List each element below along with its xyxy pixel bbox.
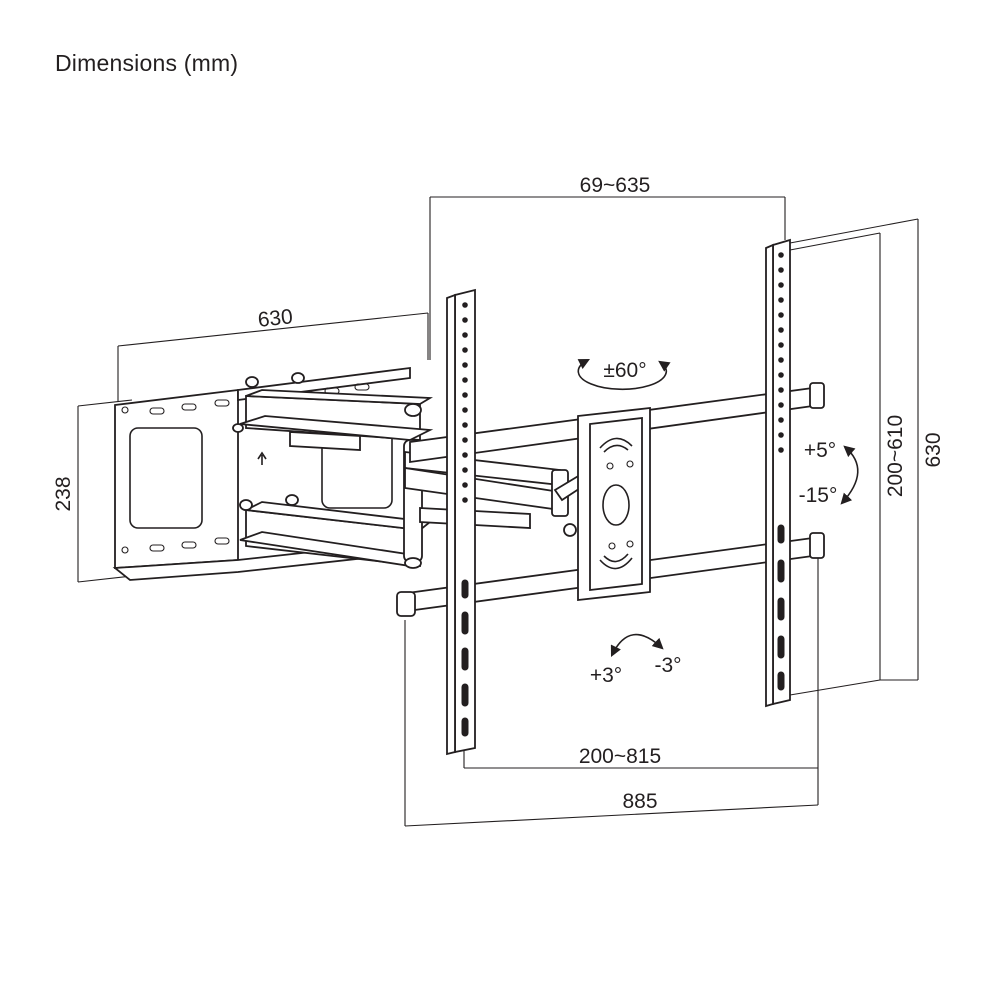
angle-labels: ±60° +5° -15° +3° -3°	[590, 359, 838, 687]
label-tilt-up: +5°	[804, 439, 836, 462]
dim-line-overall-width	[404, 804, 819, 827]
label-level-plus: +3°	[590, 664, 622, 687]
label-overall-width: 885	[622, 790, 657, 813]
label-vesa-horizontal: 69~635	[580, 174, 651, 197]
label-tilt-down: -15°	[799, 484, 838, 507]
dimension-labels: 69~635 630 238 200~610 630 200~815 885	[52, 174, 945, 813]
level-arrow-icon	[610, 633, 664, 658]
angle-arrows	[577, 358, 859, 658]
left-vertical-bracket	[446, 288, 476, 756]
label-vesa-vertical: 200~610	[884, 415, 907, 497]
label-bracket-height: 630	[922, 432, 945, 467]
swivel-arrow-icon	[577, 358, 671, 391]
dim-line-arm-length	[117, 312, 429, 347]
up-arrow-icon	[257, 451, 267, 465]
label-wall-plate-height: 238	[52, 476, 75, 511]
label-level-minus: -3°	[654, 654, 681, 677]
swing-arms	[232, 372, 590, 569]
label-rail-spread: 200~815	[579, 745, 661, 768]
label-arm-length: 630	[257, 305, 294, 332]
page-title: Dimensions (mm)	[55, 50, 239, 76]
label-swivel: ±60°	[603, 359, 646, 382]
tilt-arrow-icon	[840, 445, 859, 505]
dimension-lines	[77, 196, 919, 827]
tilt-head	[577, 406, 651, 602]
right-vertical-bracket	[765, 238, 791, 708]
